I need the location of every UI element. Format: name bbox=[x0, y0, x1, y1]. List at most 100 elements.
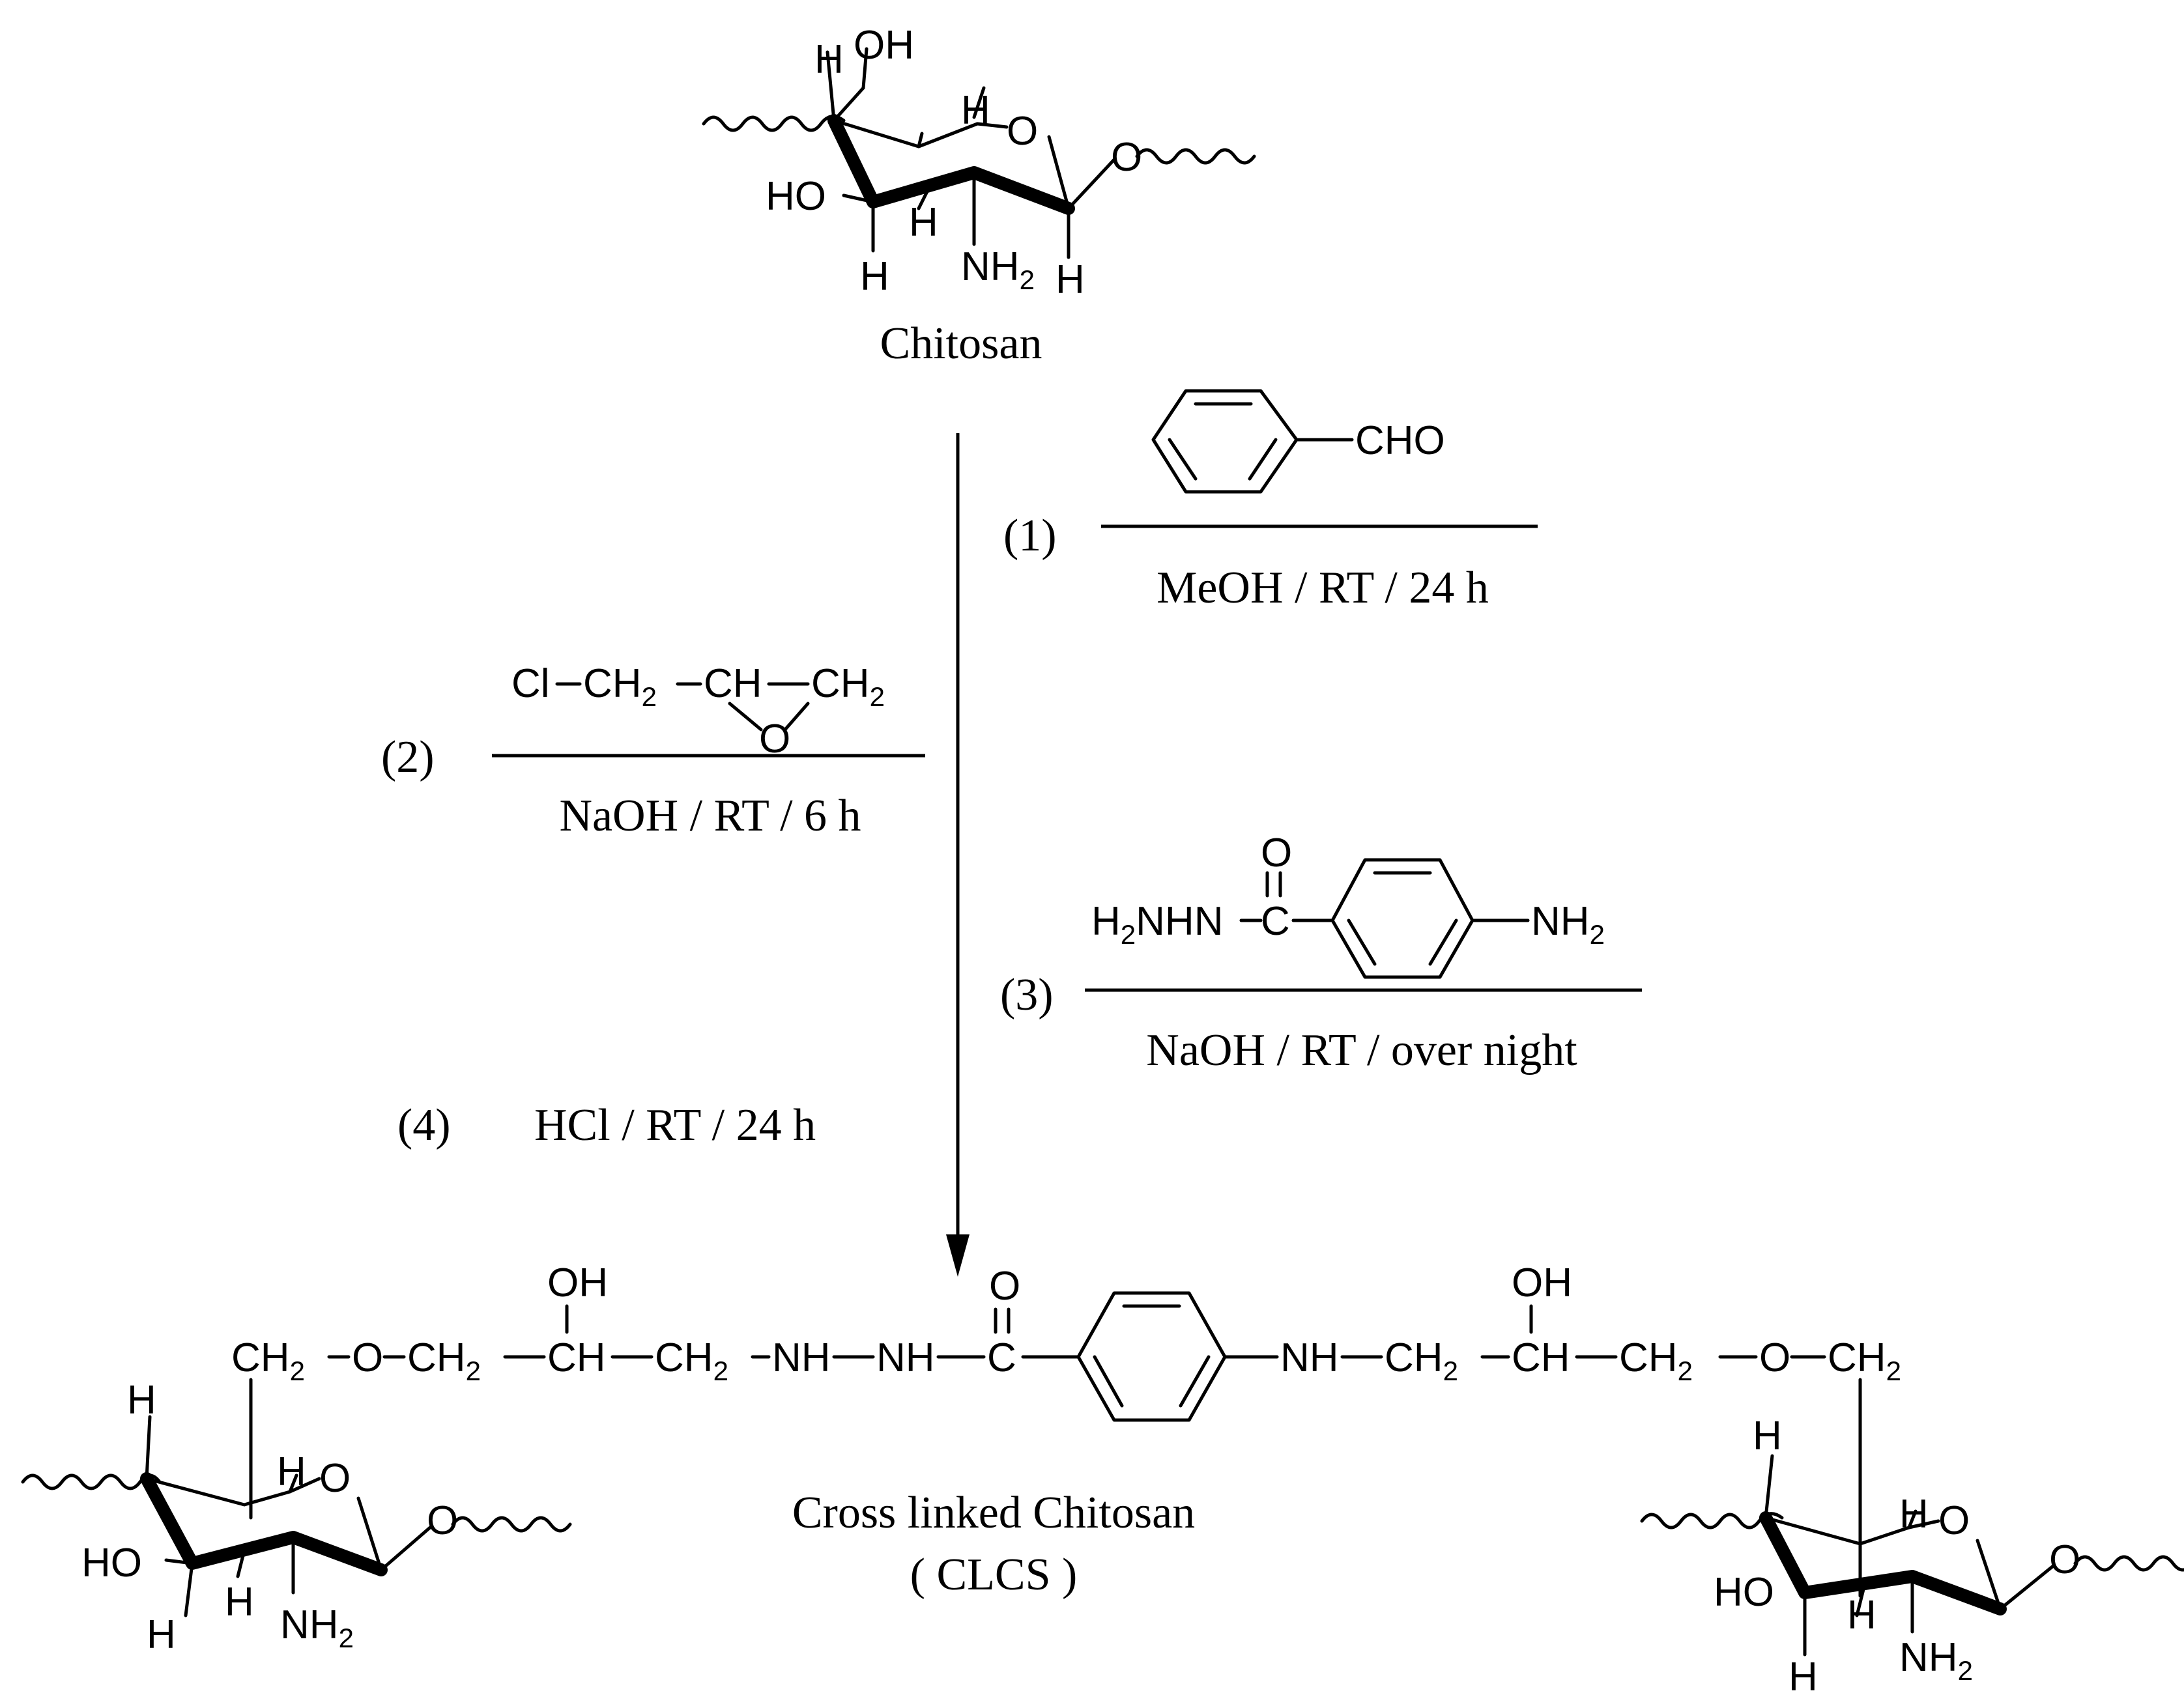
step-3: H2NHN C O NH2 (3) NaOH / RT / over night bbox=[1000, 831, 1642, 1075]
atom-ch: CH bbox=[1512, 1335, 1570, 1380]
step-3-number: (3) bbox=[1000, 970, 1054, 1020]
atom-h: H bbox=[814, 37, 844, 82]
atom-o: O bbox=[1759, 1335, 1790, 1380]
atom-ch: CH bbox=[547, 1335, 606, 1380]
step-4: (4) HCl / RT / 24 h bbox=[397, 1100, 816, 1150]
atom-nh: NH bbox=[772, 1335, 831, 1380]
subscript: 2 bbox=[466, 1356, 481, 1386]
subscript: 2 bbox=[1020, 264, 1035, 295]
benzaldehyde-structure: CHO bbox=[1151, 389, 1445, 494]
subscript: 2 bbox=[1678, 1356, 1693, 1386]
step-2-conditions: NaOH / RT / 6 h bbox=[559, 791, 861, 841]
atom-ho: HO bbox=[1714, 1570, 1774, 1615]
subscript: 2 bbox=[1443, 1356, 1458, 1386]
atom-ch2: CH2 bbox=[583, 661, 657, 712]
step-3-conditions: NaOH / RT / over night bbox=[1146, 1025, 1577, 1075]
atom-carbonyl-c: C bbox=[987, 1335, 1016, 1380]
step-2-number: (2) bbox=[381, 732, 435, 782]
atom-nh2: NH2 bbox=[280, 1602, 354, 1653]
step-1-conditions: MeOH / RT / 24 h bbox=[1157, 563, 1489, 613]
subscript: 2 bbox=[1590, 919, 1605, 950]
left-glucosamine-unit: H H O O HO H H NH2 bbox=[21, 1378, 572, 1657]
atom-h: H bbox=[860, 254, 889, 299]
atom-o: O bbox=[1111, 135, 1142, 180]
crosslinked-chitosan-structure: CH2 O CH2 CH OH CH2 NH NH C O NH CH2 CH … bbox=[21, 1260, 2184, 1693]
atom-o: O bbox=[427, 1498, 458, 1543]
atom-carbonyl-o: O bbox=[989, 1264, 1020, 1309]
subscript: 2 bbox=[290, 1356, 305, 1386]
epichlorohydrin-structure: Cl CH2 CH CH2 O bbox=[511, 661, 885, 761]
aldehyde-group: CHO bbox=[1355, 418, 1445, 463]
atom-ch2: CH2 bbox=[655, 1335, 728, 1386]
atom-nh2: NH2 bbox=[961, 244, 1035, 295]
atom-o: O bbox=[352, 1335, 383, 1380]
atom-oh: OH bbox=[547, 1260, 608, 1305]
atom-h: H bbox=[1753, 1414, 1782, 1458]
atom-nh: NH bbox=[876, 1335, 935, 1380]
atom-h: H bbox=[1847, 1593, 1876, 1638]
atom-oh: OH bbox=[1512, 1260, 1572, 1305]
atom-h: H bbox=[909, 200, 938, 245]
atom-ho: HO bbox=[766, 174, 826, 219]
atom-ch-label: CH bbox=[1619, 1335, 1678, 1380]
step-1: CHO (1) MeOH / RT / 24 h bbox=[1003, 389, 1538, 613]
step-4-number: (4) bbox=[397, 1100, 451, 1150]
atom-nh: NH bbox=[1280, 1335, 1339, 1380]
atom-ch-label: CH bbox=[1828, 1335, 1886, 1380]
atom-ch2: CH2 bbox=[1385, 1335, 1458, 1386]
atom-ch-label: CH bbox=[583, 661, 642, 706]
aminobenzohydrazide-structure: H2NHN C O NH2 bbox=[1091, 831, 1605, 979]
atom-ch2: CH2 bbox=[1828, 1335, 1901, 1386]
atom-nhn-label: NHN bbox=[1136, 899, 1223, 944]
atom-ch: CH bbox=[704, 661, 762, 706]
subscript: 2 bbox=[1958, 1655, 1973, 1686]
step-4-conditions: HCl / RT / 24 h bbox=[534, 1100, 816, 1150]
chitosan-label: Chitosan bbox=[880, 319, 1042, 369]
right-glucosamine-unit: H H O O HO H H NH2 bbox=[1640, 1378, 2184, 1693]
atom-ho: HO bbox=[81, 1541, 142, 1586]
atom-carbonyl-o: O bbox=[1261, 831, 1292, 875]
subscript: 2 bbox=[870, 681, 885, 712]
atom-carbonyl-c: C bbox=[1261, 899, 1290, 944]
atom-h: H bbox=[277, 1449, 306, 1494]
atom-h: H bbox=[961, 88, 990, 133]
atom-cl: Cl bbox=[511, 661, 550, 706]
atom-ch-label: CH bbox=[655, 1335, 713, 1380]
atom-h: H bbox=[147, 1612, 176, 1657]
atom-ring-o: O bbox=[1938, 1498, 1970, 1543]
product-abbreviation: ( CLCS ) bbox=[910, 1550, 1078, 1600]
atom-ring-o: O bbox=[1007, 109, 1038, 154]
subscript: 2 bbox=[713, 1356, 728, 1386]
atom-ch2: CH2 bbox=[811, 661, 885, 712]
atom-h: H bbox=[127, 1378, 156, 1423]
step-2: Cl CH2 CH CH2 O (2) NaOH / RT / 6 h bbox=[381, 661, 925, 841]
subscript: 2 bbox=[339, 1623, 354, 1653]
chitosan-structure: H OH H O O HO H H NH2 H Chitosan bbox=[702, 23, 1256, 369]
atom-n-label: NH bbox=[961, 244, 1020, 289]
subscript: 2 bbox=[642, 681, 657, 712]
atom-nh-label: NH bbox=[1531, 899, 1590, 944]
atom-ch2: CH2 bbox=[407, 1335, 481, 1386]
atom-oh: OH bbox=[854, 23, 914, 68]
atom-h: H bbox=[1899, 1492, 1929, 1537]
subscript: 2 bbox=[1886, 1356, 1901, 1386]
step-1-number: (1) bbox=[1003, 511, 1057, 561]
product-label: Cross linked Chitosan bbox=[792, 1488, 1195, 1538]
atom-h: H bbox=[225, 1580, 254, 1625]
atom-nh2: NH2 bbox=[1531, 899, 1605, 950]
atom-h: H bbox=[1056, 257, 1085, 302]
atom-h-label: H bbox=[1091, 899, 1121, 944]
atom-h2nhn: H2NHN bbox=[1091, 899, 1223, 950]
atom-ch-label: CH bbox=[407, 1335, 466, 1380]
atom-ch-label: CH bbox=[1385, 1335, 1443, 1380]
subscript: 2 bbox=[1121, 919, 1136, 950]
atom-n-label: NH bbox=[280, 1602, 339, 1647]
atom-ch2: CH2 bbox=[1619, 1335, 1693, 1386]
atom-n-label: NH bbox=[1899, 1635, 1958, 1680]
atom-ring-o: O bbox=[319, 1456, 351, 1501]
atom-ch-label: CH bbox=[811, 661, 870, 706]
atom-h: H bbox=[1789, 1655, 1818, 1693]
atom-ch2: CH2 bbox=[231, 1335, 305, 1386]
atom-o: O bbox=[2049, 1537, 2080, 1582]
